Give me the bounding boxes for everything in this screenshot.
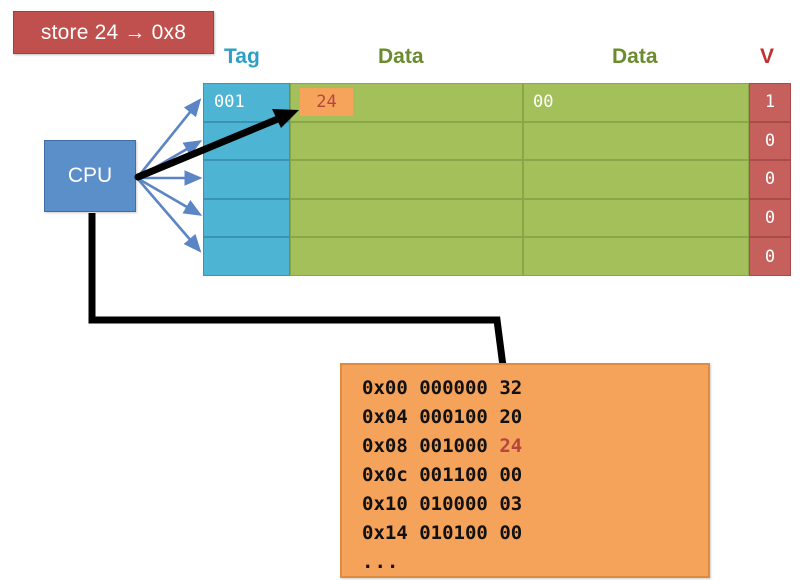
cache-data-value: 00 xyxy=(533,92,554,113)
cache-cell-tag: 001 xyxy=(203,83,290,122)
cache-cell-data-2: 00 xyxy=(523,83,749,122)
cache-row: 0 xyxy=(203,160,791,199)
column-header-valid: V xyxy=(760,45,775,68)
cache-cell-valid: 1 xyxy=(749,83,791,122)
cache-row: 0 xyxy=(203,198,791,238)
memory-value: 20 xyxy=(499,406,523,428)
cpu-label: CPU xyxy=(67,164,113,187)
memory-value: 32 xyxy=(499,377,523,399)
cache-valid-bit: 0 xyxy=(764,130,776,151)
cache-cell-tag xyxy=(203,160,290,199)
memory-value: 03 xyxy=(499,493,523,515)
fan-arrow-row-5 xyxy=(136,177,202,253)
cache-cell-data-2 xyxy=(523,198,749,238)
memory-value: 00 xyxy=(499,464,523,486)
memory-address: 0x10 xyxy=(362,493,408,515)
memory-ellipsis: ... xyxy=(362,551,400,573)
cache-cell-valid: 0 xyxy=(749,160,791,199)
cache-cell-data-1 xyxy=(290,160,523,199)
fan-arrow-row-1 xyxy=(135,98,202,179)
cache-cell-data-2 xyxy=(523,160,749,199)
cache-cell-valid: 0 xyxy=(749,121,791,161)
memory-row: 0x04 000100 20 xyxy=(362,406,522,428)
operation-callout-label: store 24 → 0x8 xyxy=(40,20,187,44)
fan-arrow-row-2 xyxy=(136,140,203,180)
cache-cell-data-1: 24 xyxy=(290,83,523,122)
memory-address: 0x04 xyxy=(362,406,408,428)
memory-row: 0x08 001000 24 xyxy=(362,435,522,457)
cache-valid-bit: 0 xyxy=(764,208,776,229)
memory-panel: ... 0x00 000000 32 0x04 000100 20 0x08 001… xyxy=(340,363,710,578)
cache-valid-bit: 0 xyxy=(764,246,776,267)
cache-cell-data-1 xyxy=(290,237,523,276)
cache-cell-tag xyxy=(203,198,290,238)
cache-valid-bit: 0 xyxy=(764,169,776,190)
cache-tag-value: 001 xyxy=(214,92,245,113)
cache-cell-tag xyxy=(203,121,290,161)
cache-row: 0 xyxy=(203,237,791,276)
memory-index-bits: 001100 xyxy=(419,464,488,486)
memory-row: 0x10 010000 03 xyxy=(362,493,522,515)
cache-cell-valid: 0 xyxy=(749,198,791,238)
memory-row: 0x0c 001100 00 xyxy=(362,464,522,486)
memory-address: 0x14 xyxy=(362,522,408,544)
column-header-data-1: Data xyxy=(378,45,424,68)
memory-address: 0x0c xyxy=(362,464,408,486)
memory-value: 00 xyxy=(499,522,523,544)
cache-valid-bit: 1 xyxy=(764,92,776,113)
cache-cell-data-2 xyxy=(523,121,749,161)
cpu-block: CPU xyxy=(44,140,136,212)
cache-cell-data-1 xyxy=(290,121,523,161)
cache-data-value-highlighted: 24 xyxy=(300,88,353,117)
column-header-data-2: Data xyxy=(612,45,658,68)
memory-index-bits: 000100 xyxy=(419,406,488,428)
cache-cell-tag xyxy=(203,237,290,276)
cache-row: 0 xyxy=(203,121,791,161)
memory-value-highlighted: 24 xyxy=(499,435,523,457)
operation-callout: store 24 → 0x8 xyxy=(13,11,214,54)
memory-address: 0x08 xyxy=(362,435,408,457)
cache-cell-data-2 xyxy=(523,237,749,276)
memory-row: 0x14 010100 00 xyxy=(362,522,522,544)
memory-index-bits: 000000 xyxy=(419,377,488,399)
cache-cell-valid: 0 xyxy=(749,237,791,276)
memory-row: 0x00 000000 32 xyxy=(362,377,522,399)
cache-cell-data-1 xyxy=(290,198,523,238)
memory-index-bits: 001000 xyxy=(419,435,488,457)
memory-index-bits: 010000 xyxy=(419,493,488,515)
cpu-to-cache-fan-arrows xyxy=(135,98,203,253)
fan-arrow-row-4 xyxy=(136,176,203,216)
memory-address: 0x00 xyxy=(362,377,408,399)
memory-index-bits: 010100 xyxy=(419,522,488,544)
column-header-tag: Tag xyxy=(224,45,260,68)
